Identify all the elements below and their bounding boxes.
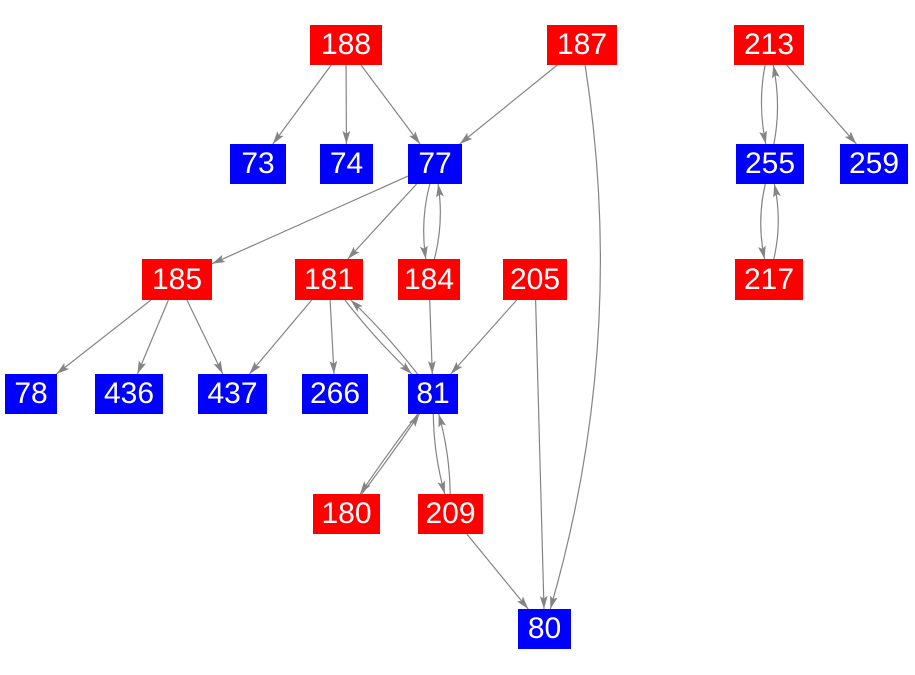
node-259: 259 (840, 144, 908, 184)
node-180: 180 (313, 494, 380, 534)
edge-181-437 (248, 299, 313, 375)
node-73: 73 (230, 144, 286, 184)
edge-181-81 (344, 299, 413, 375)
edge-217-255 (773, 183, 781, 260)
node-187: 187 (547, 25, 617, 65)
node-81: 81 (408, 374, 458, 414)
edge-180-81 (361, 413, 420, 495)
node-74: 74 (320, 144, 373, 184)
edge-81-181 (350, 299, 418, 375)
edge-188-73 (272, 64, 332, 145)
edge-209-81 (438, 413, 451, 495)
edge-187-80 (549, 64, 601, 610)
node-78: 78 (5, 374, 57, 414)
edge-205-81 (450, 299, 518, 375)
node-205: 205 (503, 259, 567, 300)
node-188: 188 (310, 25, 382, 65)
node-255: 255 (736, 144, 804, 184)
edge-255-217 (758, 183, 766, 260)
node-217: 217 (735, 259, 803, 300)
edge-77-185 (211, 175, 409, 265)
edge-185-436 (136, 299, 169, 375)
edge-187-77 (459, 64, 558, 145)
edge-77-184 (419, 183, 431, 260)
edge-209-80 (466, 533, 529, 610)
node-77: 77 (408, 144, 462, 184)
edge-81-209 (432, 413, 446, 495)
node-436: 436 (95, 374, 163, 414)
node-184: 184 (398, 259, 460, 300)
edge-group (56, 64, 857, 610)
edge-213-255 (759, 64, 767, 145)
edge-185-78 (56, 299, 152, 375)
node-213: 213 (734, 25, 804, 65)
node-181: 181 (295, 259, 363, 300)
edge-188-77 (360, 64, 421, 145)
node-185: 185 (142, 259, 212, 300)
node-80: 80 (518, 609, 571, 649)
edge-81-180 (359, 413, 419, 495)
edge-184-81 (427, 299, 436, 375)
edge-205-80 (535, 299, 548, 610)
node-209: 209 (418, 494, 483, 534)
node-266: 266 (302, 374, 368, 414)
node-437: 437 (198, 374, 267, 414)
edge-181-266 (329, 299, 338, 375)
edge-185-437 (186, 299, 224, 375)
edge-213-259 (786, 64, 857, 145)
edge-184-77 (433, 183, 444, 260)
edge-77-181 (347, 183, 418, 260)
edge-255-213 (772, 64, 780, 145)
